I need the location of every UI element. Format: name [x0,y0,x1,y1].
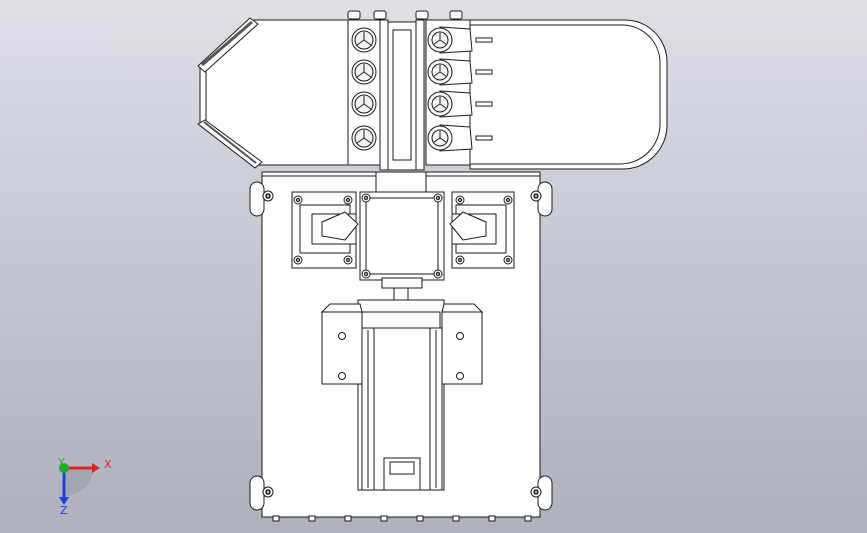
bottom-bolt [272,515,280,522]
screw [293,255,303,265]
y-axis-label: Y [57,456,65,469]
screw [503,195,513,205]
screw [530,190,542,202]
z-axis-label: Z [60,504,68,517]
screw [530,486,542,498]
side-pin-list [475,37,493,141]
bottom-bolt [524,515,532,522]
right-nozzle-list [427,26,473,152]
gearbox [359,171,445,307]
screw [262,190,274,202]
screw [433,193,443,203]
lower-carriage [320,299,484,491]
x-axis-label: X [104,458,112,471]
screw [455,195,465,205]
screw [361,193,371,203]
screw [293,195,303,205]
side-pin [475,37,493,43]
bottom-bolt [344,515,352,522]
bottom-bolt-list [272,515,532,522]
nozzle-right [427,26,473,54]
y-axis-dot [59,463,69,473]
screw [343,255,353,265]
top-knob [449,10,463,20]
side-pin [475,69,493,75]
bottom-bolt [308,515,316,522]
screw [262,486,274,498]
top-knob [373,10,387,20]
left-bracket [291,191,359,269]
bottom-bolt [380,515,388,522]
bottom-bolt [488,515,496,522]
nozzle-right [427,58,473,86]
bottom-bolt [416,515,424,522]
top-knob [347,10,361,20]
side-pin [475,101,493,107]
tray-body [469,19,668,170]
bracket-screw-list [293,195,513,265]
top-knob [415,10,429,20]
nozzle-left [351,125,377,151]
side-pin [475,135,493,141]
nozzle-right [427,90,473,118]
nozzle-left [351,91,377,117]
screw [503,255,513,265]
screw [433,269,443,279]
corner-screw-list [262,190,542,498]
screw [361,269,371,279]
nozzle-left [351,59,377,85]
upper-tray-assembly [197,10,668,171]
gearbox-screw-list [361,193,443,279]
right-bracket [449,191,515,269]
nozzle-left [351,27,377,53]
screw [455,255,465,265]
top-knob-list [347,10,463,20]
bottom-bolt [452,515,460,522]
nozzle-right [427,124,473,152]
left-nozzle-list [351,27,377,151]
screw [343,195,353,205]
